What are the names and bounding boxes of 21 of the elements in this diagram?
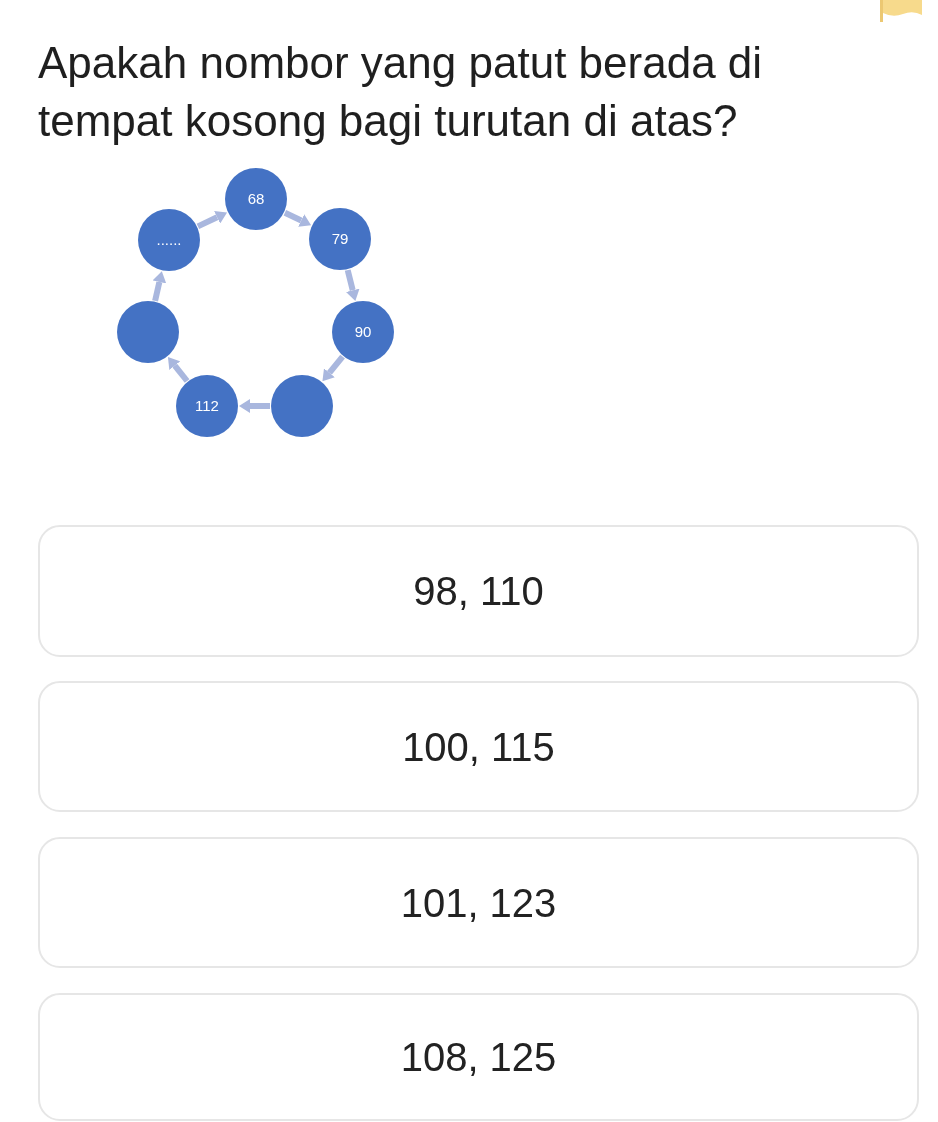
- arrow: [167, 357, 190, 383]
- answer-option: [38, 837, 919, 968]
- option-text: 101, 123: [400, 879, 557, 927]
- answer-option: [38, 525, 919, 657]
- option-text: 100, 115: [402, 723, 555, 771]
- arrow: [322, 354, 345, 382]
- arrow: [344, 269, 360, 301]
- number-text: 68: [247, 190, 265, 208]
- number-text: 90: [354, 323, 372, 341]
- number-text: ......: [156, 231, 182, 249]
- answer-option: [38, 681, 919, 812]
- answer-option: [38, 993, 919, 1121]
- arrow: [239, 399, 270, 413]
- number-text: 112: [195, 397, 219, 415]
- option-text: 98, 110: [413, 568, 544, 615]
- arrow: [196, 210, 228, 230]
- question-text: Apakah nombor yang patut berada di tempat kosong bagi turutan di atas?: [38, 37, 764, 147]
- option-text: 108, 125: [400, 1034, 557, 1081]
- arrow: [283, 210, 312, 227]
- number-text: 79: [331, 230, 349, 248]
- arrow: [152, 271, 167, 302]
